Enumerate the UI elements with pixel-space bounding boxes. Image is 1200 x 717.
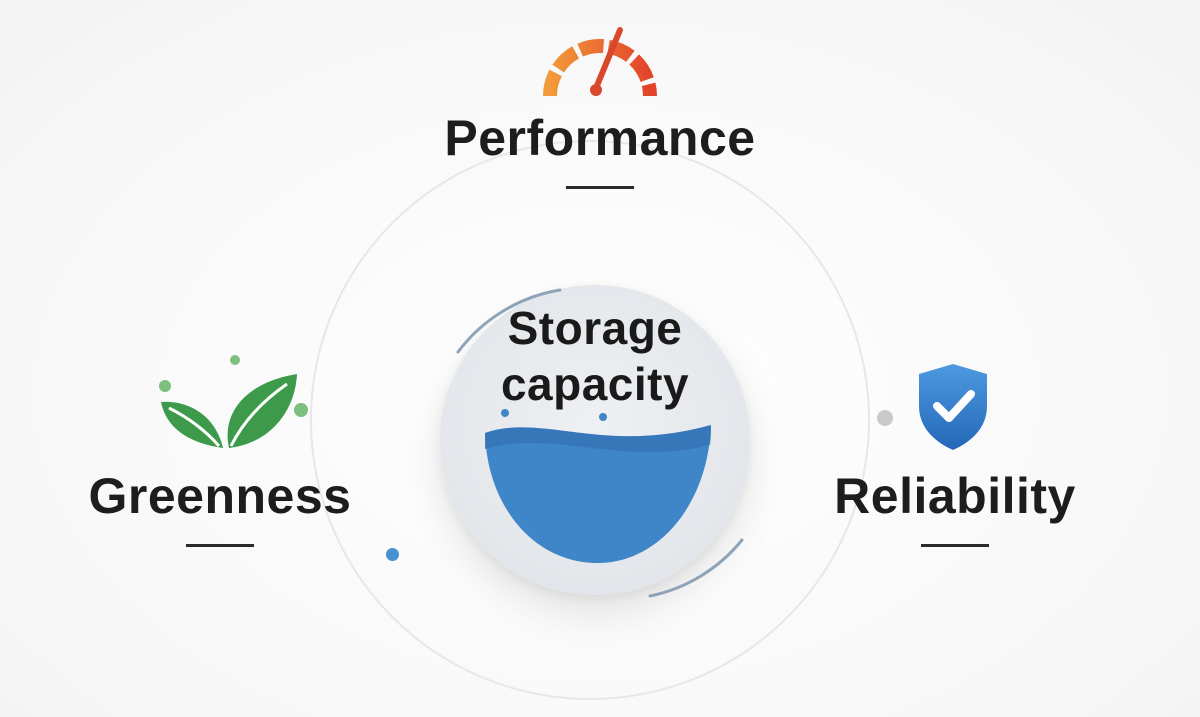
leaves-icon (159, 355, 308, 448)
node-greenness-label: Greenness (88, 468, 352, 524)
node-performance-underline (566, 186, 634, 189)
node-reliability-label: Reliability (834, 468, 1076, 524)
node-performance: Performance (400, 108, 800, 189)
center-title-line2: capacity (500, 358, 690, 410)
water-level-icon (485, 409, 711, 563)
node-greenness: Greenness (60, 466, 380, 547)
node-reliability-underline (921, 544, 989, 547)
shield-check-icon (919, 364, 987, 450)
orbit-dot-grey (877, 410, 893, 426)
node-greenness-underline (186, 544, 254, 547)
speedometer-icon (543, 27, 657, 97)
orbit-dot-blue (386, 548, 399, 561)
node-reliability: Reliability (790, 466, 1120, 547)
center-title: Storage capacity (0, 300, 1190, 412)
orbit-ring (310, 140, 870, 700)
node-performance-label: Performance (444, 110, 756, 166)
center-title-line1: Storage (507, 302, 683, 354)
